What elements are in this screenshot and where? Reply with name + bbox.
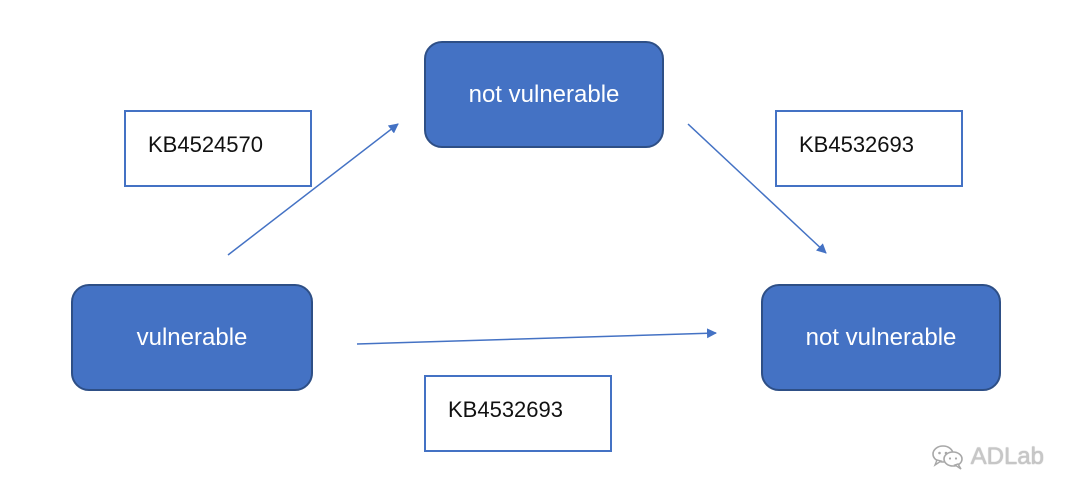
edge-label-text: KB4532693 xyxy=(448,397,563,422)
node-not-vulnerable-top: not vulnerable xyxy=(424,41,664,148)
edge-label-kb4532693-bottom: KB4532693 xyxy=(424,375,612,452)
edge-label-text: KB4532693 xyxy=(799,132,914,157)
node-vulnerable: vulnerable xyxy=(71,284,313,391)
node-not-vulnerable-right: not vulnerable xyxy=(761,284,1001,391)
chat-bubbles-icon xyxy=(931,443,965,471)
arrow-top-to-right xyxy=(687,123,827,254)
edge-label-kb4532693-top-right: KB4532693 xyxy=(775,110,963,187)
node-label: not vulnerable xyxy=(468,80,620,108)
arrow-vulnerable-to-top xyxy=(227,123,399,256)
node-label: vulnerable xyxy=(136,323,248,351)
node-label: not vulnerable xyxy=(805,323,957,351)
watermark-text: ADLab xyxy=(970,443,1044,470)
arrow-vulnerable-to-right xyxy=(356,328,717,345)
edge-label-kb4524570: KB4524570 xyxy=(124,110,312,187)
edge-label-text: KB4524570 xyxy=(148,132,263,157)
watermark: ADLab xyxy=(931,443,1044,471)
